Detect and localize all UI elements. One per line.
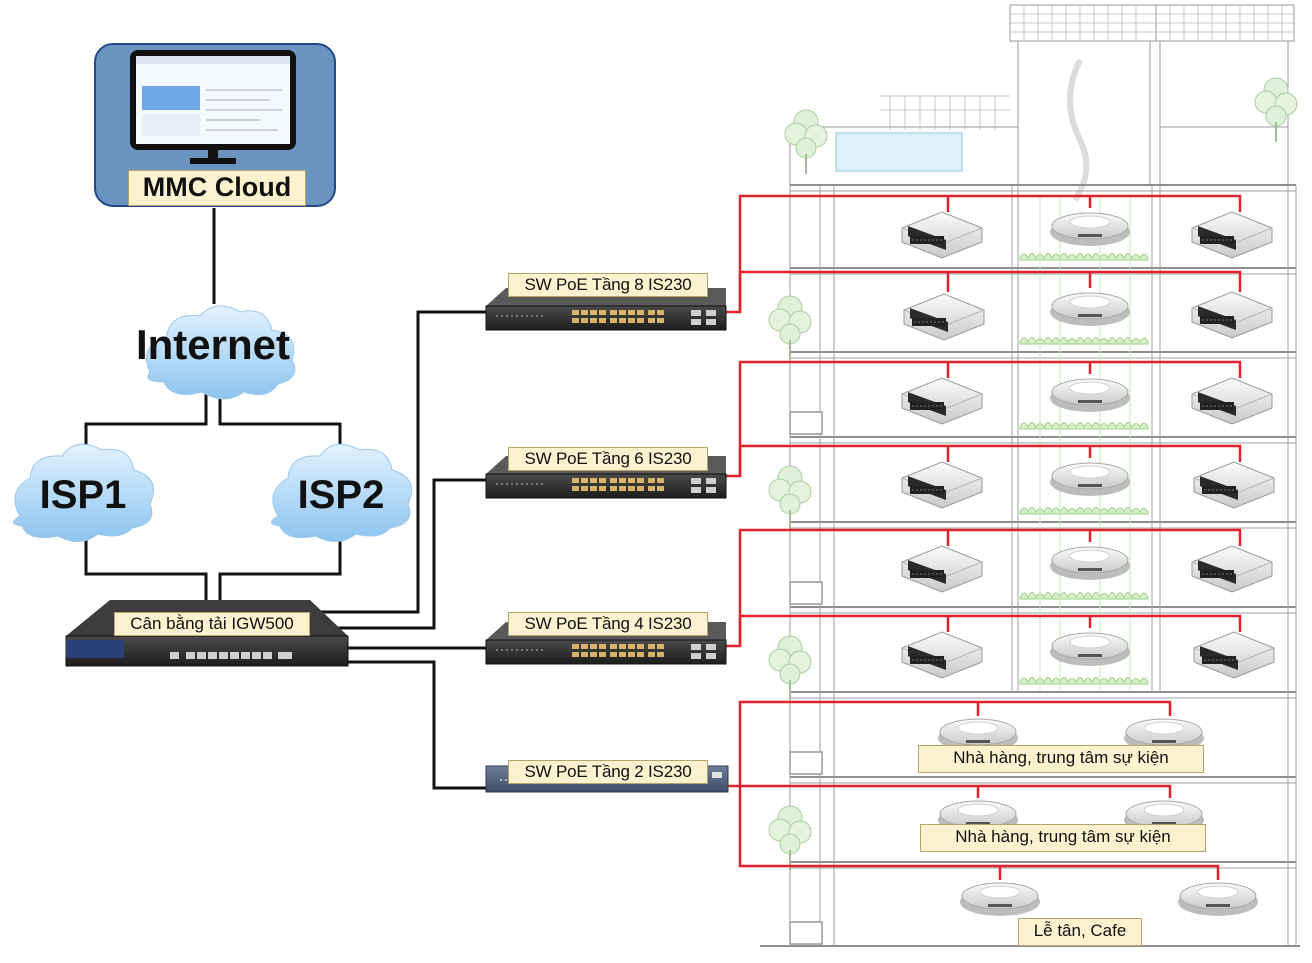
wall-ap-icon xyxy=(1191,291,1273,339)
ceiling-ap-icon xyxy=(1049,212,1131,247)
wall-ap-icon xyxy=(1193,631,1275,679)
ceiling-ap-icon xyxy=(1049,462,1131,497)
poe-cables xyxy=(726,194,1242,880)
ceiling-ap-icon xyxy=(1177,882,1259,917)
room-label-restaurant-1: Nhà hàng, trung tâm sự kiện xyxy=(918,745,1204,773)
wall-ap-icon xyxy=(1191,545,1273,593)
wall-ap-icon xyxy=(903,293,985,341)
wall-ap-icon xyxy=(901,545,983,593)
building-facade xyxy=(760,4,1300,947)
ceiling-ap-icon xyxy=(959,882,1041,917)
wall-ap-icon xyxy=(901,377,983,425)
room-label-reception-cafe: Lễ tân, Cafe xyxy=(1018,918,1142,946)
switch-floor8-label: SW PoE Tầng 8 IS230 xyxy=(508,273,708,297)
switch-floor6-label: SW PoE Tầng 6 IS230 xyxy=(508,447,708,471)
switch-floor4-label: SW PoE Tầng 4 IS230 xyxy=(508,612,708,636)
mmc-cloud-label: MMC Cloud xyxy=(128,170,306,206)
load-balancer-label: Cân bằng tải IGW500 xyxy=(114,612,310,636)
switch-floor2-label: SW PoE Tầng 2 IS230 xyxy=(508,760,708,784)
ceiling-ap-icon xyxy=(1049,546,1131,581)
access-points xyxy=(901,211,1275,917)
isp2-label: ISP2 xyxy=(297,473,385,517)
internet-cloud-icon xyxy=(146,305,296,400)
uplink-cables xyxy=(84,208,486,790)
isp2-cloud-icon xyxy=(271,443,412,542)
ceiling-ap-icon xyxy=(1049,378,1131,413)
wall-ap-icon xyxy=(1191,211,1273,259)
wall-ap-icon xyxy=(1191,377,1273,425)
ceiling-ap-icon xyxy=(1049,632,1131,667)
mmc-cloud-monitor-icon xyxy=(94,43,336,207)
wall-ap-icon xyxy=(901,631,983,679)
ceiling-ap-icon xyxy=(1049,292,1131,327)
wall-ap-icon xyxy=(1193,461,1275,509)
internet-label: Internet xyxy=(135,321,290,368)
wall-ap-icon xyxy=(901,211,983,259)
room-label-restaurant-2: Nhà hàng, trung tâm sự kiện xyxy=(920,824,1206,852)
isp1-label: ISP1 xyxy=(39,473,127,517)
wall-ap-icon xyxy=(901,461,983,509)
isp1-cloud-icon xyxy=(13,443,154,542)
